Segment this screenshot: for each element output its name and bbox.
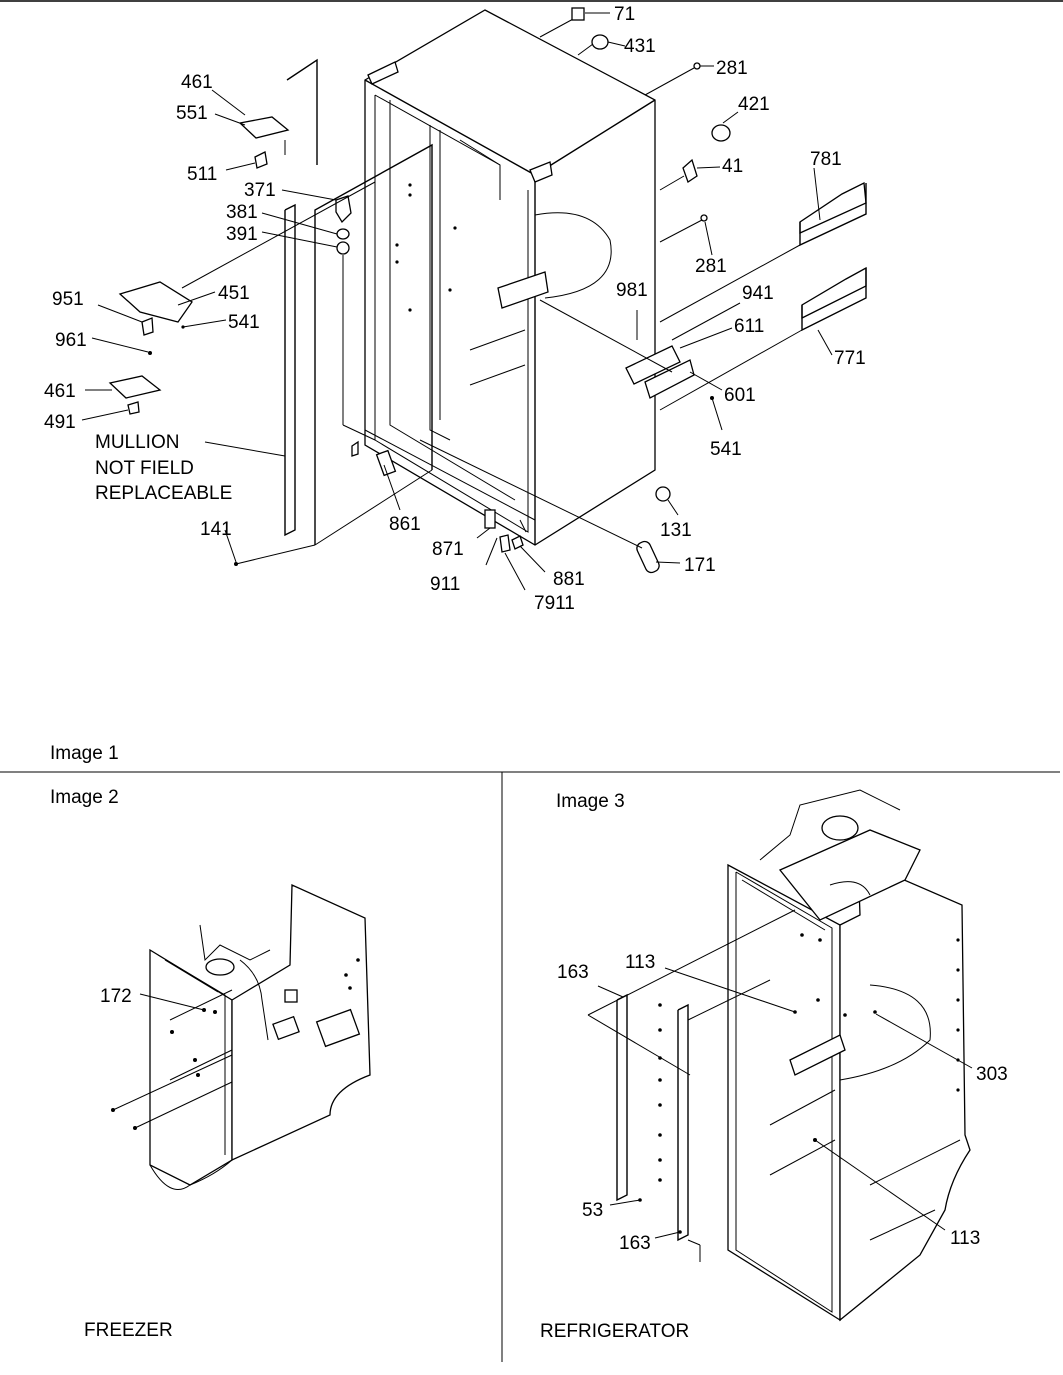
callout-172: 172 — [100, 986, 132, 1007]
callout-541-left: 541 — [228, 312, 260, 333]
callout-7911: 7911 — [534, 593, 575, 614]
callout-171: 171 — [684, 555, 716, 576]
callout-163-bottom: 163 — [619, 1233, 651, 1254]
callout-881: 881 — [553, 569, 585, 590]
callout-961: 961 — [55, 330, 87, 351]
mullion-panel — [284, 58, 433, 546]
callout-771: 771 — [834, 348, 866, 369]
callout-491: 491 — [44, 412, 76, 433]
callout-461-bottom: 461 — [44, 381, 76, 402]
image3-caption: Image 3 — [556, 791, 625, 812]
callout-911: 911 — [430, 574, 460, 595]
callout-113-bottom: 113 — [950, 1228, 980, 1249]
callout-53: 53 — [582, 1200, 603, 1221]
callout-421: 421 — [738, 94, 770, 115]
image3-title: REFRIGERATOR — [540, 1321, 689, 1342]
callout-281-top: 281 — [716, 58, 748, 79]
callout-281-mid: 281 — [695, 256, 727, 277]
mullion-note-line-1: MULLION — [95, 432, 179, 453]
callout-391: 391 — [226, 224, 258, 245]
callout-431: 431 — [624, 36, 656, 57]
callout-781: 781 — [810, 149, 842, 170]
callout-71: 71 — [614, 4, 635, 25]
callout-381: 381 — [226, 202, 258, 223]
image3-refrigerator — [587, 789, 973, 1322]
callout-131: 131 — [660, 520, 692, 541]
mullion-note-line-2: NOT FIELD — [95, 458, 194, 479]
callout-511: 511 — [187, 164, 217, 185]
callout-981: 981 — [616, 280, 648, 301]
callout-951: 951 — [52, 289, 84, 310]
callout-451: 451 — [218, 283, 250, 304]
panel-captions: Image 1 Image 2 Image 3 FREEZER REFRIGER… — [50, 743, 689, 1342]
callout-861: 861 — [389, 514, 421, 535]
mullion-note: MULLION NOT FIELD REPLACEABLE — [95, 432, 232, 504]
callout-163-top: 163 — [557, 962, 589, 983]
callout-941: 941 — [742, 283, 774, 304]
image1-leaders — [81, 7, 867, 591]
image2-freezer — [111, 884, 371, 1190]
mullion-note-line-3: REPLACEABLE — [95, 483, 232, 504]
callout-113-top: 113 — [625, 952, 655, 973]
callout-461-top: 461 — [181, 72, 213, 93]
callout-601: 601 — [724, 385, 756, 406]
callout-371: 371 — [244, 180, 276, 201]
callout-871: 871 — [432, 539, 464, 560]
callout-labels: 71 431 281 421 41 781 281 981 941 611 77… — [44, 4, 1008, 1254]
callout-303: 303 — [976, 1064, 1008, 1085]
image2-title: FREEZER — [84, 1320, 173, 1341]
callout-611: 611 — [734, 316, 764, 337]
callout-41: 41 — [722, 156, 743, 177]
image1-cabinet — [364, 9, 656, 546]
callout-141: 141 — [200, 519, 232, 540]
callout-541-right: 541 — [710, 439, 742, 460]
image2-caption: Image 2 — [50, 787, 119, 808]
callout-551: 551 — [176, 103, 208, 124]
image1-caption: Image 1 — [50, 743, 119, 764]
